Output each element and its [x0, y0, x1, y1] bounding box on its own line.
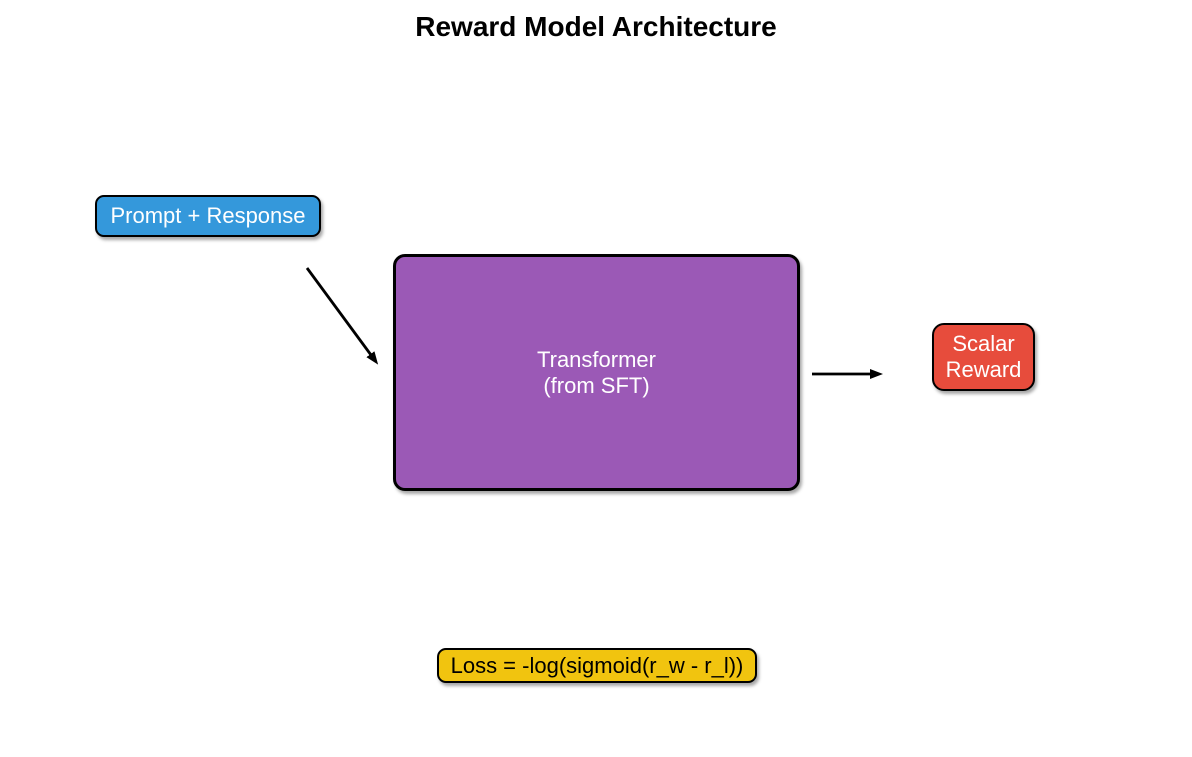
- node-loss-formula: Loss = -log(sigmoid(r_w - r_l)): [437, 648, 757, 683]
- node-scalar-reward-label-line2: Reward: [945, 357, 1022, 382]
- node-scalar-reward: Scalar Reward: [932, 323, 1035, 391]
- node-loss-formula-label: Loss = -log(sigmoid(r_w - r_l)): [450, 652, 744, 678]
- node-prompt-response: Prompt + Response: [95, 195, 321, 237]
- diagram-title: Reward Model Architecture: [415, 11, 777, 42]
- node-scalar-reward-label: Scalar Reward: [946, 331, 1022, 383]
- node-transformer-label-line1: Transformer: [537, 346, 656, 372]
- node-scalar-reward-label-line1: Scalar: [952, 331, 1015, 356]
- node-transformer-label: Transformer (from SFT): [537, 347, 656, 399]
- node-transformer: Transformer (from SFT): [393, 254, 800, 491]
- node-transformer-label-line2: (from SFT): [543, 372, 650, 398]
- node-prompt-response-label: Prompt + Response: [110, 203, 306, 228]
- arrow-input-to-transformer: [305, 267, 379, 365]
